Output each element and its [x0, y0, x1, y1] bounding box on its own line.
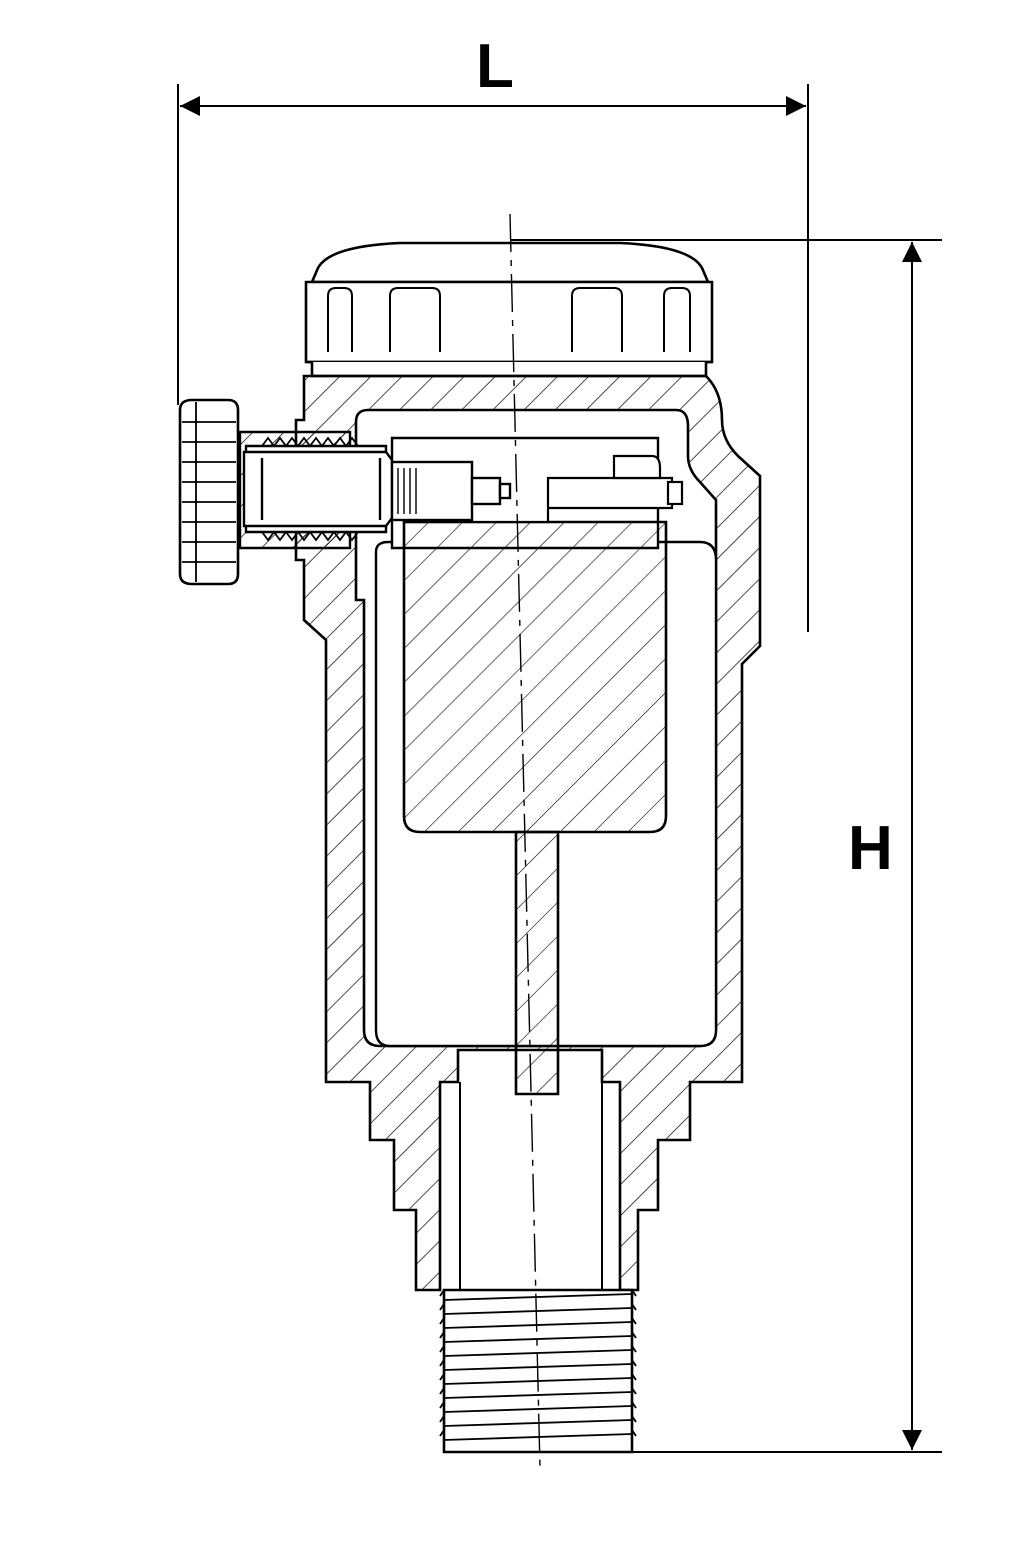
threaded-connector: [439, 1082, 637, 1454]
valve-core: [390, 460, 474, 522]
dimension-l: [177, 84, 809, 632]
knurled-knob: [178, 398, 240, 586]
vent-valve: [238, 430, 512, 550]
cap: [304, 241, 714, 378]
float-stem: [514, 830, 560, 1096]
dimension-label-h: H: [848, 814, 893, 883]
centerline: [509, 213, 541, 1469]
cap-ribs: [327, 287, 691, 352]
dimension-label-l: L: [476, 32, 514, 101]
vent-threads: [261, 436, 359, 542]
